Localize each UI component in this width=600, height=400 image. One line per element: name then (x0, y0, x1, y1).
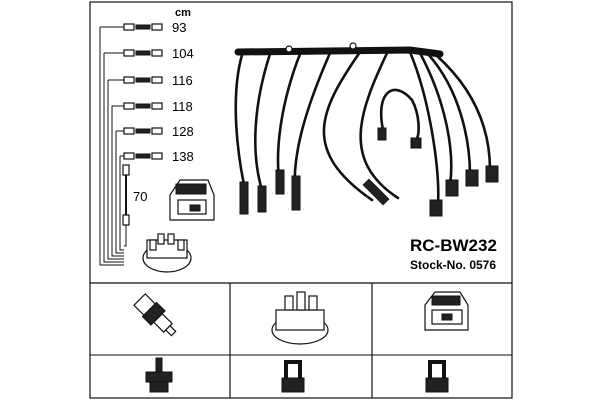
ignition-wire (234, 53, 246, 187)
angled-boot (485, 165, 499, 183)
ignition-coil-icon (169, 179, 215, 221)
length-label: 93 (172, 20, 186, 35)
ignition-wire (359, 49, 400, 200)
ignition-wire (426, 52, 472, 177)
plug-boot (275, 169, 285, 195)
spark-plug-connector-icon (145, 357, 173, 393)
length-label: 104 (172, 46, 194, 61)
model-number: RC-BW232 (410, 236, 497, 255)
distributor-cap-icon (271, 291, 329, 345)
distributor-cap-icon (142, 233, 192, 273)
angled-boot (465, 169, 479, 187)
plug-boot (257, 185, 267, 213)
ignition-wire (434, 53, 492, 172)
ignition-wire (254, 52, 272, 192)
angled-boot (429, 199, 443, 217)
ignition-wire (418, 51, 453, 187)
coil-connector-icon (425, 360, 449, 393)
length-label: 116 (172, 73, 193, 88)
ignition-wire (408, 50, 440, 207)
coil-lead (377, 88, 422, 149)
length-legend: 93 104 116 118 128 138 70 (99, 20, 194, 266)
length-lead-symbol (116, 127, 163, 135)
plug-boot (291, 175, 301, 211)
distributor-connector-icon (281, 360, 305, 393)
short-lead-symbol (122, 164, 130, 247)
plug-boot (362, 178, 390, 206)
legend-bracket (99, 27, 124, 266)
diagram-frame (89, 1, 513, 399)
harness-clip (349, 42, 357, 50)
length-lead-symbol (100, 23, 163, 31)
stock-number: Stock-No. 0576 (410, 258, 496, 272)
ignition-coil-icon (424, 291, 469, 331)
plug-boot (239, 181, 249, 215)
cable-harness (234, 42, 499, 217)
length-lead-symbol (120, 152, 163, 160)
length-label: 118 (172, 99, 193, 114)
harness-loom (234, 46, 444, 58)
length-lead-symbol (108, 76, 163, 84)
harness-clip (285, 45, 293, 53)
spark-plug-icon (133, 293, 177, 337)
ignition-wire (322, 50, 374, 202)
length-lead-symbol (112, 102, 163, 110)
length-label: 128 (172, 124, 194, 139)
length-label: 138 (172, 149, 194, 164)
unit-label: cm (175, 7, 191, 19)
angled-boot (445, 179, 459, 197)
length-lead-symbol (104, 49, 163, 57)
short-lead-length-label: 70 (133, 189, 147, 204)
